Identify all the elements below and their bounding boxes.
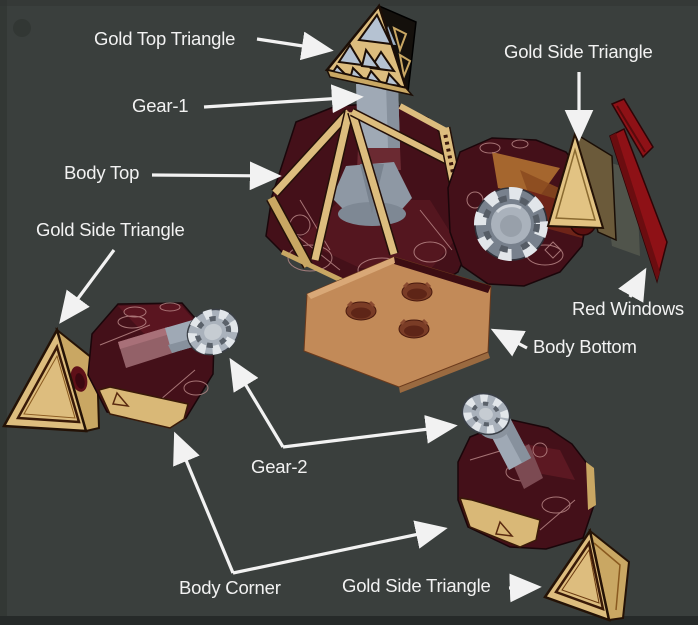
- label-gold-side-triangle-bottom: Gold Side Triangle: [342, 575, 491, 596]
- bottom-edge-strip: [0, 616, 698, 625]
- gear-2-left-shaft-rose: [118, 327, 176, 368]
- label-gear-2: Gear-2: [251, 456, 308, 477]
- annotation-arrows: [59, 31, 647, 603]
- body-bottom-light-edge: [307, 257, 395, 299]
- arrow-gold-side-triangle-left: [59, 249, 116, 324]
- red-window-small-edge: [616, 105, 646, 153]
- label-body-corner: Body Corner: [179, 577, 281, 598]
- label-gear-1: Gear-1: [132, 95, 189, 116]
- gear-2-left-part: [118, 308, 240, 368]
- red-windows-part: [609, 98, 668, 284]
- gst-bottom-inner-outline-2: [561, 548, 600, 604]
- arrow-gold-top-triangle: [256, 31, 334, 61]
- top-edge-strip: [0, 0, 698, 6]
- arrow-gear-2-right: [282, 415, 458, 449]
- gst-bottom-face: [543, 527, 611, 622]
- body-bottom-part: [303, 256, 492, 393]
- gst-bottom-inner-outline: [554, 539, 605, 611]
- gear-2-right-part: [461, 392, 543, 489]
- label-body-top: Body Top: [64, 162, 140, 183]
- body-bottom-dark-edge: [394, 257, 491, 293]
- label-gold-side-triangle-top-right: Gold Side Triangle: [504, 41, 653, 62]
- bottom-right-body-corner-part: [457, 392, 596, 550]
- red-window-large-shade: [610, 133, 660, 281]
- br-body-band-mark: [494, 520, 514, 537]
- left-body-wireframe: [99, 302, 209, 401]
- gst-left-inner-outline: [15, 343, 81, 424]
- label-body-bottom: Body Bottom: [533, 336, 637, 357]
- gear-2-right-head: [461, 392, 511, 436]
- left-body-band-mark: [111, 391, 130, 408]
- arrow-body-bottom: [490, 328, 528, 357]
- arrow-body-top: [151, 161, 282, 191]
- arrow-body-corner-right: [232, 520, 448, 575]
- hole-1: [345, 300, 377, 321]
- body-bottom-holes: [345, 281, 433, 339]
- label-red-windows: Red Windows: [572, 298, 684, 319]
- gear-2-left-head: [186, 308, 240, 356]
- label-gold-side-triangle-left: Gold Side Triangle: [36, 219, 185, 240]
- br-body-side-band: [586, 462, 596, 510]
- arrow-gold-side-triangle-bottom: [508, 573, 542, 603]
- gear-1-crown: [474, 187, 548, 261]
- hole-2: [401, 281, 433, 302]
- arrow-red-windows: [618, 267, 647, 303]
- gear-2-left-shaft-hl: [118, 327, 170, 349]
- label-gold-top-triangle: Gold Top Triangle: [94, 28, 236, 49]
- body-top-part: [265, 84, 477, 297]
- gst-left-oval-inner: [75, 373, 85, 389]
- gst-left-inner-outline-2: [23, 354, 76, 419]
- gold-top-triangle-part: [324, 3, 417, 97]
- gst-bottom-side-line: [593, 542, 621, 611]
- left-body-corner-part: [87, 302, 240, 429]
- gold-side-triangle-right-face: [546, 130, 605, 230]
- gold-top-triangle-base-band: [325, 68, 415, 97]
- body-top-interior: [300, 200, 455, 270]
- arrow-gear-1: [203, 84, 364, 114]
- gold-side-triangle-right-inner: [555, 147, 597, 221]
- hole-3: [398, 318, 430, 339]
- arrow-gear-2-left: [229, 357, 285, 448]
- gold-side-triangle-left-part: [1, 326, 101, 433]
- arrow-body-corner-left: [173, 431, 235, 574]
- corner-smudge: [13, 19, 31, 37]
- body-bottom-thickness: [399, 352, 490, 393]
- left-edge-strip: [0, 0, 7, 625]
- gold-side-triangle-bottom-part: [543, 527, 631, 622]
- right-body-corner-part: [447, 130, 640, 287]
